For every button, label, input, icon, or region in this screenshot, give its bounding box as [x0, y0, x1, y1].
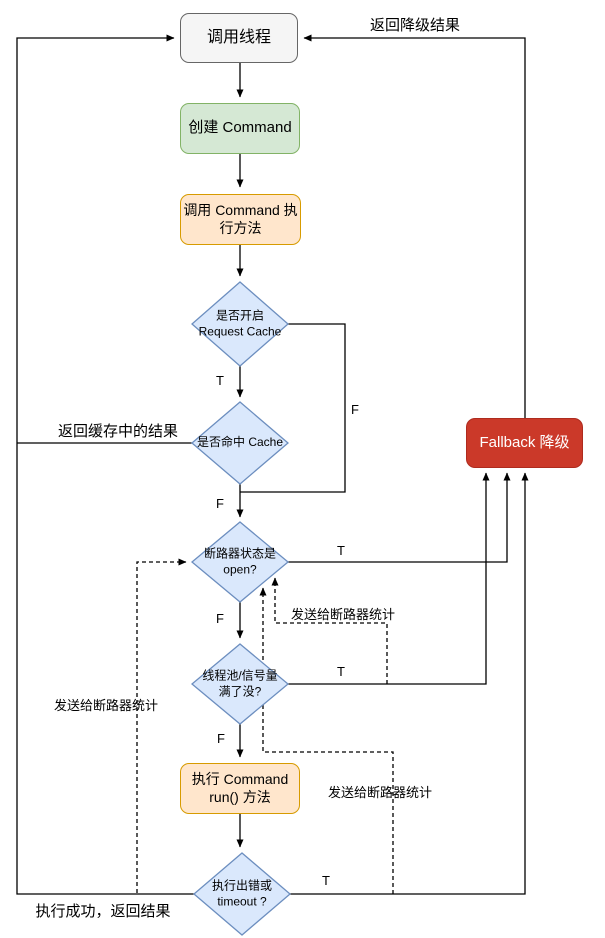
decision-error-or-timeout — [192, 852, 292, 936]
branch-label-cache-enabled-t: T — [216, 373, 224, 388]
branch-label-error-timeout-t: T — [322, 873, 330, 888]
edge-timeout-true-to-fallback — [290, 472, 529, 895]
branch-label-cache-hit-f: F — [216, 496, 224, 511]
decision-breaker-open — [190, 521, 290, 603]
label-pool-full: 线程池/信号量 满了没? — [202, 668, 278, 698]
node-run-command: 执行 Command run() 方法 — [180, 763, 300, 814]
annotation-return-cached-result: 返回缓存中的结果 — [57, 423, 179, 440]
label-error-or-timeout: 执行出错或 timeout ? — [211, 878, 273, 908]
branch-label-pool-full-f: F — [217, 731, 225, 746]
edge-success-return-loop — [16, 34, 195, 895]
decision-cache-hit — [190, 401, 290, 485]
label-request-cache-enabled: 是否开启 Request Cache — [198, 308, 282, 338]
branch-label-breaker-open-f: F — [216, 611, 224, 626]
label-breaker-open: 断路器状态是 open? — [203, 546, 277, 576]
edge-stats-from-success — [136, 558, 187, 893]
node-calling-thread: 调用线程 — [180, 13, 298, 63]
decision-request-cache-enabled — [191, 281, 289, 367]
edge-breaker-true-to-fallback — [288, 472, 511, 563]
branch-label-breaker-open-t: T — [337, 543, 345, 558]
branch-label-pool-full-t: T — [337, 664, 345, 679]
annotation-send-stats-left: 发送给断路器统计 — [53, 698, 159, 713]
branch-label-cache-enabled-f: F — [351, 402, 359, 417]
edge-cache-check-false — [240, 323, 346, 493]
node-invoke-execute: 调用 Command 执 行方法 — [180, 194, 301, 245]
annotation-send-stats-right: 发送给断路器统计 — [327, 785, 433, 800]
node-fallback: Fallback 降级 — [466, 418, 583, 468]
decision-pool-full — [190, 643, 290, 725]
edge-stats-from-pool — [271, 577, 388, 684]
node-create-command: 创建 Command — [180, 103, 300, 154]
edge-stats-from-timeout — [259, 587, 394, 894]
edge-fallback-return-loop — [303, 34, 526, 418]
label-cache-hit: 是否命中 Cache — [196, 435, 284, 450]
annotation-return-fallback-result: 返回降级结果 — [369, 17, 461, 34]
edge-pool-true-to-fallback — [288, 472, 490, 685]
annotation-success-return-result: 执行成功，返回结果 — [35, 903, 171, 920]
annotation-send-stats-mid: 发送给断路器统计 — [290, 607, 396, 622]
